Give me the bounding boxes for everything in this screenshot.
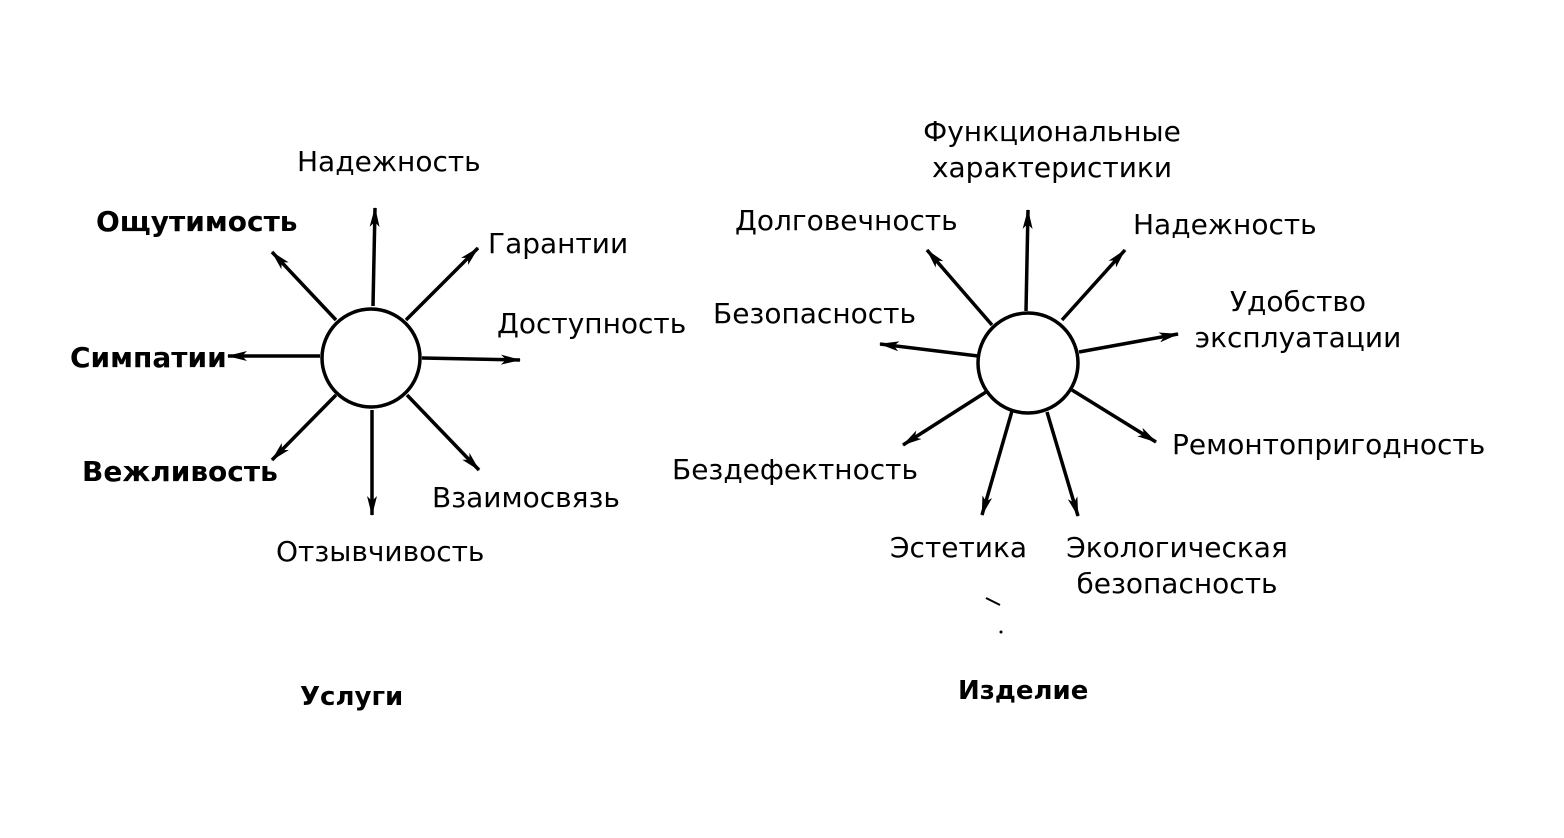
- services-label-sympathies: Симпатии: [70, 341, 227, 374]
- product-center-circle: [976, 311, 1080, 415]
- services-arrow-interconnection: [405, 393, 481, 472]
- services-caption: Услуги: [300, 682, 404, 712]
- product-label-durability: Долговечность: [735, 204, 958, 237]
- product-label-defectless: Бездефектность: [672, 453, 918, 486]
- services-label-accessibility: Доступность: [497, 307, 687, 340]
- services-label-reliability: Надежность: [297, 145, 481, 178]
- services-arrow-guarantees: [404, 246, 480, 322]
- product-label-usability: Удобство эксплуатации: [1186, 284, 1410, 356]
- services-arrow-politeness: [270, 393, 338, 462]
- product-label-usability-line2: эксплуатации: [1194, 321, 1402, 354]
- product-label-ecology: Экологическая безопасность: [1055, 530, 1299, 602]
- services-arrow-reliability: [369, 207, 380, 307]
- product-label-ecology-line2: безопасность: [1076, 567, 1278, 600]
- product-arrow-functional: [1022, 209, 1033, 312]
- product-label-aesthetics: Эстетика: [890, 531, 1028, 564]
- product-arrow-usability: [1078, 332, 1179, 354]
- product-star: [879, 209, 1179, 517]
- product-arrow-safety: [879, 341, 979, 358]
- product-label-maintainability: Ремонтопригодность: [1172, 428, 1486, 461]
- print-speck: [999, 630, 1003, 634]
- product-caption: Изделие: [958, 676, 1089, 706]
- services-label-tangibility: Ощутимость: [96, 205, 298, 238]
- product-arrow-maintainability: [1071, 388, 1157, 444]
- product-arrow-aesthetics: [980, 410, 1014, 516]
- print-specks: [985, 597, 1003, 634]
- services-star: [227, 207, 521, 516]
- product-label-safety: Безопасность: [713, 297, 916, 330]
- product-arrow-defectless: [902, 390, 987, 447]
- product-label-reliability: Надежность: [1133, 208, 1317, 241]
- product-arrow-durability: [925, 248, 994, 327]
- product-label-ecology-line1: Экологическая: [1066, 531, 1288, 564]
- services-arrow-tangibility: [270, 250, 338, 322]
- product-label-functional-line1: Функциональные: [923, 115, 1181, 148]
- services-label-guarantees: Гарантии: [488, 227, 629, 260]
- services-label-politeness: Вежливость: [82, 455, 278, 488]
- services-label-responsiveness: Отзывчивость: [276, 535, 485, 568]
- services-arrow-accessibility: [421, 354, 521, 365]
- services-center-circle: [320, 307, 422, 409]
- product-label-functional: Функциональные характеристики: [912, 114, 1192, 186]
- print-speck: [985, 597, 1001, 606]
- product-label-functional-line2: характеристики: [931, 151, 1173, 184]
- services-label-interconnection: Взаимосвязь: [432, 481, 620, 514]
- product-arrow-reliability: [1060, 248, 1127, 322]
- product-arrow-ecology: [1045, 411, 1080, 517]
- product-label-usability-line1: Удобство: [1229, 285, 1367, 318]
